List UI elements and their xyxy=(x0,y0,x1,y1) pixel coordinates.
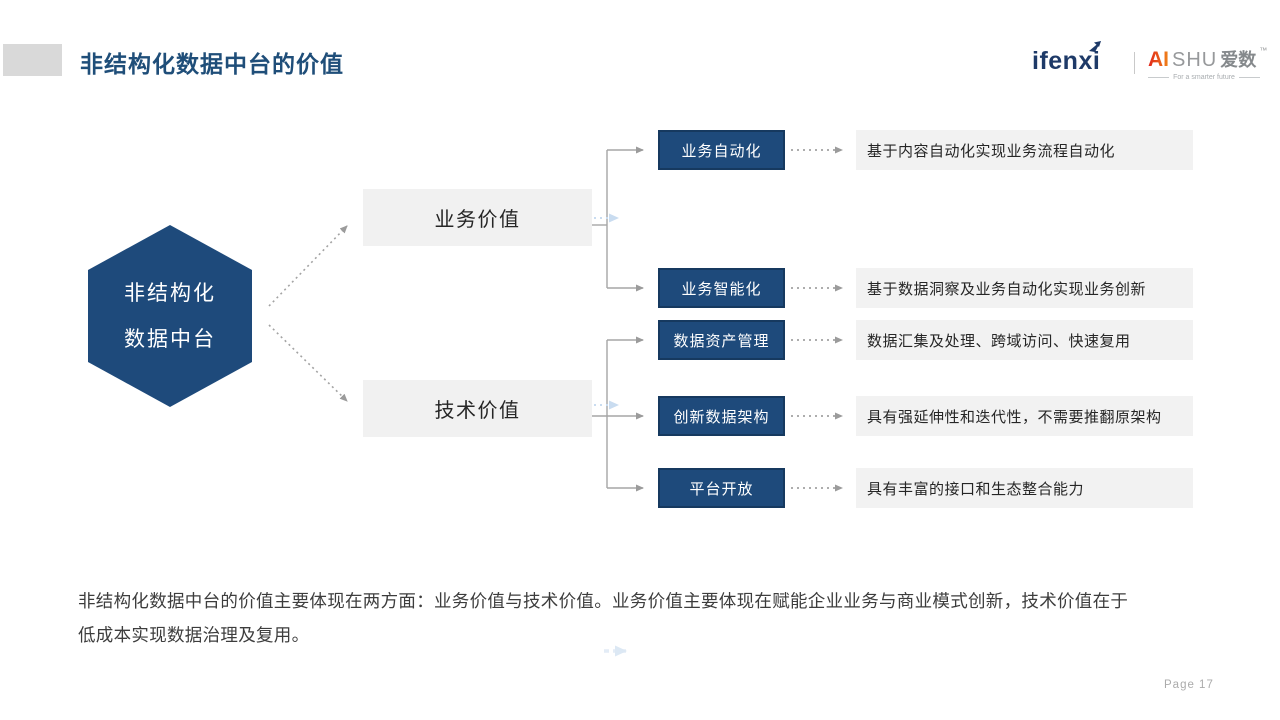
category-business-value: 业务价值 xyxy=(363,189,592,246)
title-decoration-bar xyxy=(3,44,62,76)
trademark-symbol: ™ xyxy=(1259,46,1268,55)
dotted-arrow-hex-to-business xyxy=(268,225,348,307)
aishu-ai-mark: AI xyxy=(1148,48,1169,71)
aishu-cn-mark: 爱数 xyxy=(1220,50,1257,70)
node-data-asset-mgmt: 数据资产管理 xyxy=(658,320,785,360)
aishu-tagline: For a smarter future xyxy=(1148,74,1261,81)
page-number: Page 17 xyxy=(1164,679,1214,691)
desc-open-platform: 具有丰富的接口和生态整合能力 xyxy=(856,468,1193,508)
summary-line-2: 低成本实现数据治理及复用。 xyxy=(78,625,310,645)
tagline-dash-left xyxy=(1148,77,1170,78)
hexagon-label: 非结构化 数据中台 xyxy=(88,222,252,408)
dotted-arrow-hex-to-tech xyxy=(268,324,348,402)
node-business-intelligence: 业务智能化 xyxy=(658,268,785,308)
category-tech-value: 技术价值 xyxy=(363,380,592,437)
hexagon-shape xyxy=(88,225,252,407)
hexagon-label-line2: 数据中台 xyxy=(124,328,216,351)
desc-business-automation: 基于内容自动化实现业务流程自动化 xyxy=(856,130,1193,170)
ifenxi-arrow-icon xyxy=(1089,41,1102,52)
node-business-automation: 业务自动化 xyxy=(658,130,785,170)
aishu-logo: AI SHU 爱数 ™ For a smarter future xyxy=(1148,46,1267,81)
node-innovative-architecture: 创新数据架构 xyxy=(658,396,785,436)
ifenxi-wordmark: ifenxi xyxy=(1032,47,1101,75)
summary-line-1: 非结构化数据中台的价值主要体现在两方面：业务价值与技术价值。业务价值主要体现在赋… xyxy=(78,591,1129,611)
tagline-dash-right xyxy=(1238,77,1261,78)
summary-paragraph: 非结构化数据中台的价值主要体现在两方面：业务价值与技术价值。业务价值主要体现在赋… xyxy=(78,584,1208,652)
aishu-shu-mark: SHU xyxy=(1172,49,1218,71)
hexagon-polygon xyxy=(88,225,252,407)
logo-divider xyxy=(1134,52,1135,74)
ifenxi-logo: ifenxi xyxy=(1032,41,1102,76)
tagline-text: For a smarter future xyxy=(1173,74,1235,81)
node-open-platform: 平台开放 xyxy=(658,468,785,508)
hexagon-label-line1: 非结构化 xyxy=(124,282,216,305)
desc-innovative-architecture: 具有强延伸性和迭代性，不需要推翻原架构 xyxy=(856,396,1193,436)
desc-business-intelligence: 基于数据洞察及业务自动化实现业务创新 xyxy=(856,268,1193,308)
aishu-wordmark: AI SHU 爱数 ™ xyxy=(1148,46,1267,72)
desc-data-asset-mgmt: 数据汇集及处理、跨域访问、快速复用 xyxy=(856,320,1193,360)
page-title: 非结构化数据中台的价值 xyxy=(80,51,344,77)
